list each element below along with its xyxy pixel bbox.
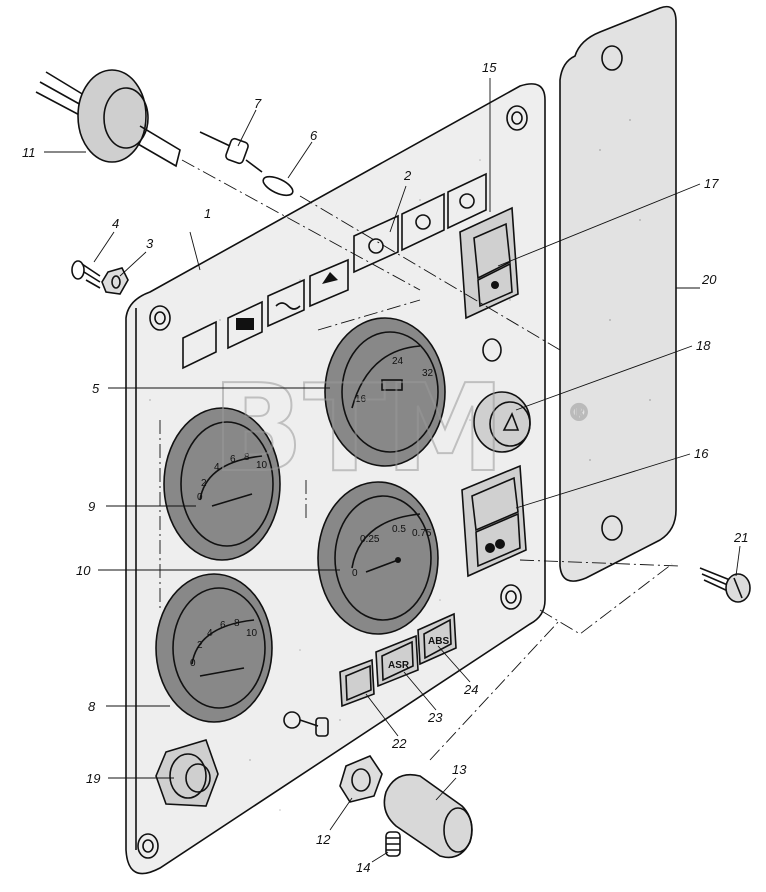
callout-2: 2 [403,168,412,183]
gauge-pressure-8: 0 2 4 6 8 10 [155,573,273,723]
button-asr: ASR [375,634,419,688]
callout-14: 14 [356,860,370,875]
abs-label: ABS [428,636,449,647]
callout-10: 10 [76,563,91,578]
gauge-scale-label: 6 [230,454,236,465]
callout-7: 7 [254,96,262,111]
callout-6: 6 [310,128,318,143]
callout-8: 8 [88,699,96,714]
gauge-scale-label: 10 [256,460,268,471]
gauge-scale-label: 8 [244,452,250,463]
callout-24: 24 [463,682,478,697]
gauge-scale-label: 10 [246,628,258,639]
button-abs: ABS [417,612,457,666]
gauge-scale-label: 2 [201,478,207,489]
gauge-voltmeter: 16 24 32 [324,317,446,467]
screw-small [71,260,101,289]
button-22 [339,658,375,708]
mounting-hole [506,105,528,131]
rocker-switch-16 [461,464,527,578]
lamp-bulb [199,131,294,197]
warning-lamp-strip [182,172,487,370]
watermark-mark: ® [568,401,590,426]
gauge-scale-label: 4 [207,628,213,639]
callout-9: 9 [88,499,95,514]
gauge-scale-label: 0.5 [392,524,406,535]
knob-13 [383,773,473,859]
spring-14 [385,831,401,857]
callout-13: 13 [452,762,467,777]
gauge-scale-label: 0 [352,568,358,579]
mounting-hole [500,584,522,610]
gauge-scale-label: 32 [422,368,434,379]
key-icon [283,711,329,737]
callout-21: 21 [733,530,748,545]
rocker-switch-17 [459,206,519,320]
watermark: BTM ® [211,359,591,500]
callout-19: 19 [86,771,100,786]
screw [699,567,751,603]
watermark-text: BTM [212,360,505,499]
gauge-scale-label: 16 [355,394,367,405]
gauge-scale-label: 6 [220,620,226,631]
callout-12: 12 [316,832,331,847]
callout-23: 23 [427,710,443,725]
gauge-scale-label: 0.75 [412,528,432,539]
indicator-lamp [482,338,502,362]
rotary-knob-18 [473,391,531,453]
callout-22: 22 [391,736,407,751]
gauge-scale-label: 0 [190,658,196,669]
nut-12 [339,755,383,803]
gauge-scale-label: 0 [197,492,203,503]
leader-lines [44,78,741,863]
cover-plate [559,5,677,582]
assembly-line [159,159,681,761]
asr-label: ASR [388,660,410,671]
callouts: 1 2 3 4 5 6 7 8 9 10 11 12 13 14 15 16 1… [22,60,748,875]
callout-15: 15 [482,60,497,75]
callout-16: 16 [694,446,709,461]
gauge-scale-label: 8 [234,618,240,629]
mounting-hole [149,305,171,331]
mounting-hole [137,833,159,859]
gauge-scale-label: 0.25 [360,534,380,545]
callout-4: 4 [112,216,119,231]
callout-1: 1 [204,206,211,221]
gauge-scale-label: 24 [392,356,404,367]
callout-5: 5 [92,381,100,396]
gauge-scale-label: 4 [214,462,220,473]
push-button-19 [155,739,219,807]
callout-11: 11 [22,145,36,160]
gauge-scale-label: 2 [197,640,203,651]
callout-20: 20 [701,272,717,287]
callout-17: 17 [704,176,719,191]
callout-3: 3 [146,236,154,251]
connector-plug [35,69,181,168]
gauge-pressure-9: 0 2 4 6 8 10 [163,407,281,561]
callout-18: 18 [696,338,711,353]
gauge-pressure-10: 0 0.25 0.5 0.75 [317,481,439,635]
